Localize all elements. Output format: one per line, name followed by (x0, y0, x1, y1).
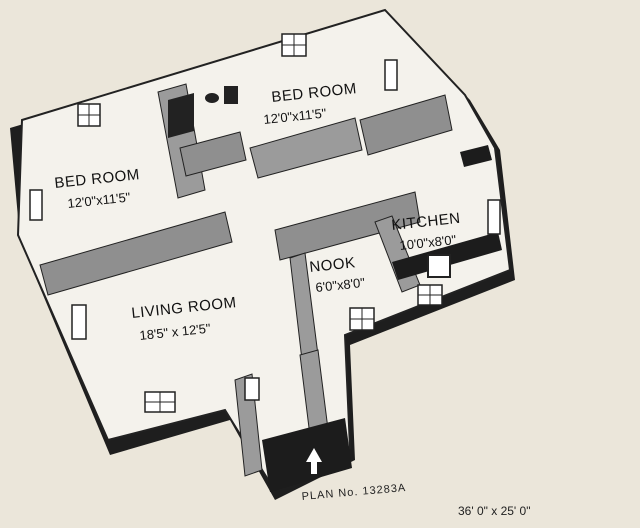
entry-arrow-icon (306, 448, 322, 474)
wall-bedroom-living (39, 211, 233, 296)
bedroom-right-dims: 12'0"x11'5" (263, 105, 328, 127)
nook-name: NOOK (309, 254, 357, 276)
wall-hall-nook (274, 191, 421, 261)
window-right-bedroom-east (384, 59, 398, 91)
washbasin (205, 93, 219, 103)
wall-hall-bath (179, 131, 247, 177)
entry-porch (262, 418, 352, 492)
bedroom-left-dims: 12'0"x11'5" (67, 189, 132, 211)
wall-bedroom-kitchen (359, 94, 453, 156)
overall-size: 36' 0" x 25' 0" (458, 504, 530, 518)
window-living-south-2 (244, 377, 260, 401)
wall-entry-west (234, 373, 263, 477)
nook-dims: 6'0"x8'0" (315, 275, 366, 295)
kitchen-counter-north (460, 145, 492, 167)
window-living-west (71, 304, 87, 340)
wall-right-bedroom-south (249, 117, 363, 179)
toilet (224, 86, 238, 104)
bathtub (168, 93, 194, 138)
window-left-bedroom-west (29, 189, 43, 221)
plan-number: PLAN No. 13283A (301, 482, 407, 503)
living-room-dims: 18'5" x 12'5" (139, 321, 212, 343)
kitchen-dims: 10'0"x8'0" (399, 232, 457, 253)
kitchen-stove (427, 254, 451, 278)
window-kitchen-east (487, 199, 501, 235)
